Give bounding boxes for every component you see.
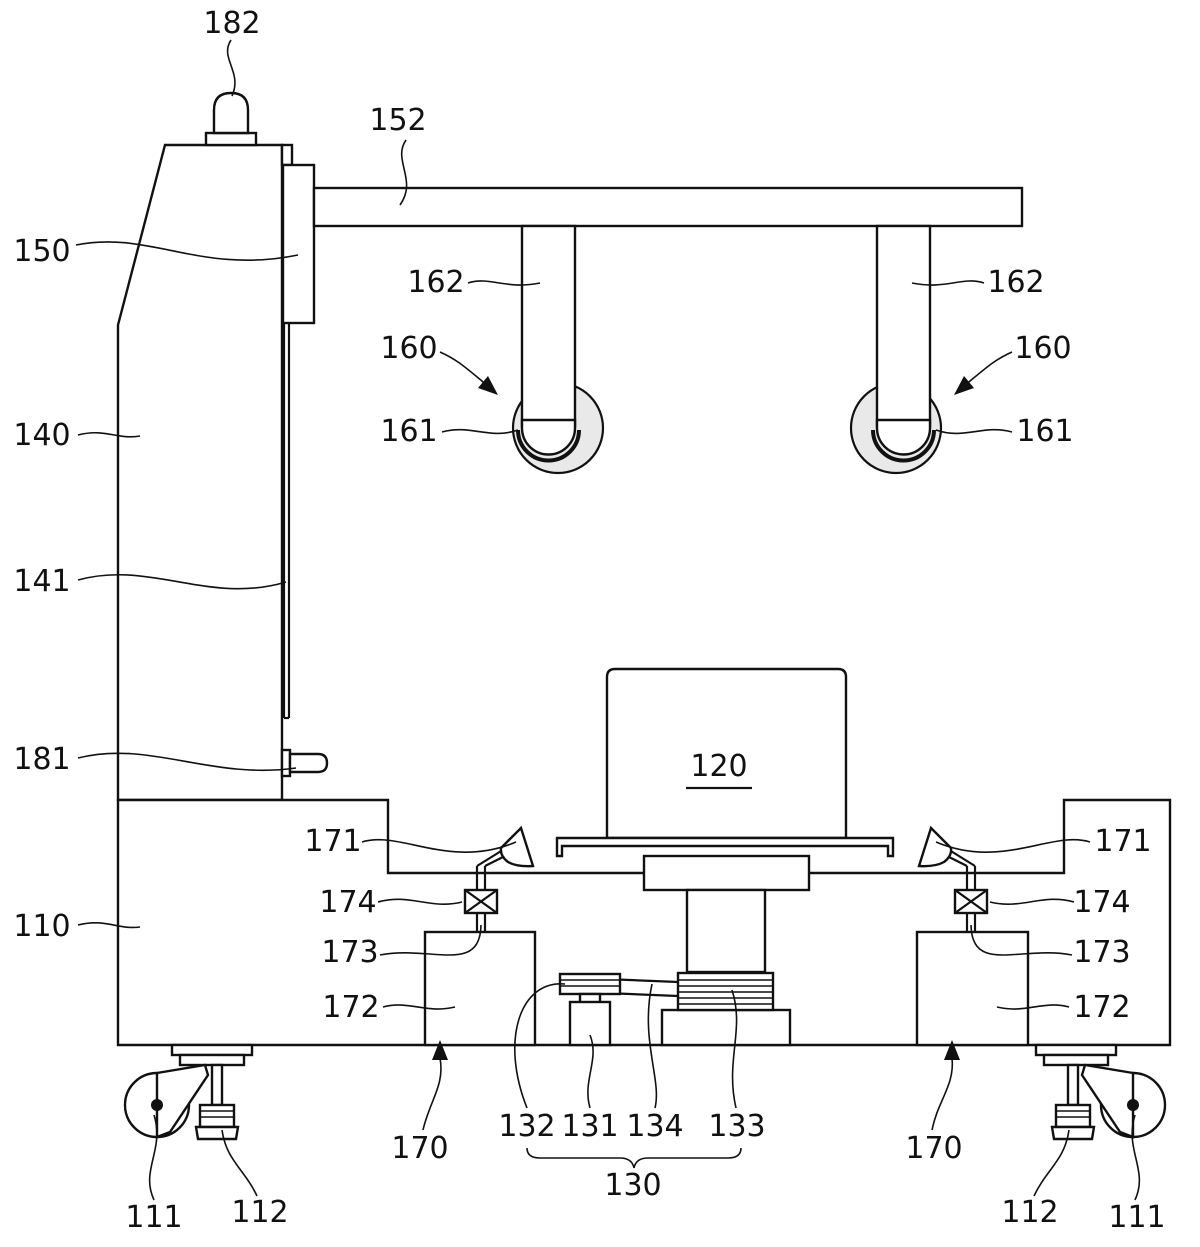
pulley-132 <box>560 974 620 994</box>
label-161-right: 161 <box>1016 414 1073 449</box>
roller-unit-right <box>851 226 941 473</box>
label-171-left: 171 <box>304 824 361 859</box>
label-174-right: 174 <box>1073 885 1130 920</box>
label-131: 131 <box>561 1109 618 1144</box>
foot-112-left <box>200 1105 234 1127</box>
mold-post <box>687 890 765 972</box>
brace-130 <box>527 1148 741 1168</box>
label-162-left: 162 <box>407 265 464 300</box>
label-182: 182 <box>203 6 260 41</box>
label-172-right: 172 <box>1073 990 1130 1025</box>
label-170-right: 170 <box>905 1131 962 1166</box>
label-112-left: 112 <box>231 1195 288 1230</box>
label-171-right: 171 <box>1094 824 1151 859</box>
roller-shaft-162-right <box>877 226 930 426</box>
label-152: 152 <box>369 103 426 138</box>
label-150: 150 <box>13 234 70 269</box>
label-161-left: 161 <box>380 414 437 449</box>
label-130: 130 <box>604 1168 661 1203</box>
label-172-left: 172 <box>322 990 379 1025</box>
label-111-right: 111 <box>1108 1200 1165 1235</box>
label-134: 134 <box>626 1109 683 1144</box>
label-160-right: 160 <box>1014 331 1071 366</box>
label-162-right: 162 <box>987 265 1044 300</box>
label-173-left: 173 <box>321 935 378 970</box>
label-160-left: 160 <box>380 331 437 366</box>
arm-152 <box>314 188 1022 226</box>
label-132: 132 <box>498 1109 555 1144</box>
sensor-181 <box>290 754 327 772</box>
label-111-left: 111 <box>125 1200 182 1235</box>
lamp-base <box>206 133 256 145</box>
foot-112-right <box>1056 1105 1090 1127</box>
drive-base <box>662 1010 790 1045</box>
label-133: 133 <box>708 1109 765 1144</box>
roller-unit-left <box>513 226 603 473</box>
nozzle-171-left <box>501 828 533 866</box>
label-170-left: 170 <box>391 1131 448 1166</box>
tank-172-left <box>425 932 535 1045</box>
nozzle-171-right <box>919 828 951 866</box>
roller-shaft-162-left <box>522 226 575 426</box>
label-174-left: 174 <box>319 885 376 920</box>
label-173-right: 173 <box>1073 935 1130 970</box>
label-181: 181 <box>13 742 70 777</box>
motor-131 <box>570 1002 610 1045</box>
label-140: 140 <box>13 418 70 453</box>
signal-lamp-182 <box>214 93 248 133</box>
mount-150 <box>283 165 314 323</box>
label-141: 141 <box>13 564 70 599</box>
column-body <box>118 145 282 800</box>
tank-172-right <box>917 932 1028 1045</box>
label-112-right: 112 <box>1001 1195 1058 1230</box>
label-110: 110 <box>13 909 70 944</box>
mold-support <box>644 856 809 890</box>
label-120: 120 <box>690 749 747 784</box>
